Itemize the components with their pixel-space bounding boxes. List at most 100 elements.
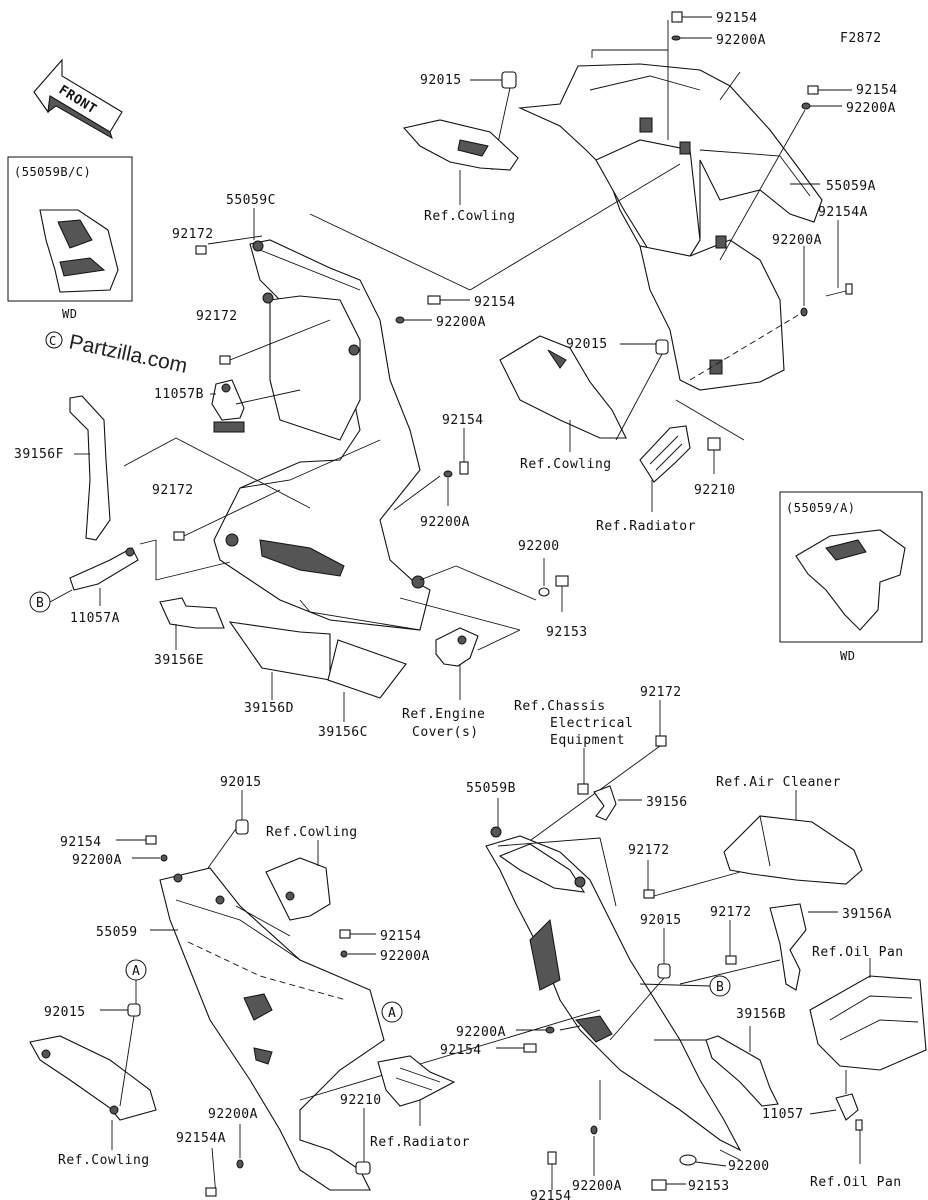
label-92015: 92015	[44, 1005, 86, 1020]
label-92210: 92210	[694, 483, 736, 498]
ref-radiator-part	[639, 425, 691, 483]
label-11057: 11057	[762, 1107, 804, 1122]
part-55059c	[213, 239, 431, 631]
label-39156f: 39156F	[14, 447, 64, 462]
ref-oil-pan-label: Ref.Oil Pan	[812, 945, 904, 960]
ref-cowling-label: Ref.Cowling	[424, 209, 516, 224]
seal-39156b	[705, 1035, 779, 1107]
label-55059: 55059	[96, 925, 138, 940]
watermark: C Partzilla.com	[45, 330, 189, 378]
ref-cowling-part	[499, 335, 627, 439]
inset-55059bc: (55059B/C) WD	[7, 156, 133, 321]
label-92200: 92200	[728, 1159, 770, 1174]
marker-a-label: A	[388, 1006, 396, 1021]
label-92015: 92015	[566, 337, 608, 352]
seal-39156a	[769, 903, 807, 991]
label-92200a: 92200A	[420, 515, 470, 530]
ref-radiator-part	[377, 1055, 456, 1107]
ref-cowling-label: Ref.Cowling	[58, 1153, 150, 1168]
ref-cowling-part	[29, 1035, 157, 1121]
marker-a-icon	[381, 1001, 403, 1023]
label-39156d: 39156D	[244, 701, 294, 716]
label-92154: 92154	[60, 835, 102, 850]
ref-engine-label-2: Cover(s)	[412, 725, 479, 740]
label-92015: 92015	[420, 73, 462, 88]
ref-air-cleaner-label: Ref.Air Cleaner	[716, 775, 841, 790]
label-92154: 92154	[474, 295, 516, 310]
label-92200a: 92200A	[436, 315, 486, 330]
label-11057b: 11057B	[154, 387, 204, 402]
ref-oil-pan-part	[809, 975, 927, 1071]
bracket-11057a	[69, 547, 139, 591]
ref-radiator-label: Ref.Radiator	[370, 1135, 470, 1150]
part-55059	[159, 867, 385, 1191]
ref-cowling-part	[402, 119, 519, 171]
watermark-text: Partzilla.com	[67, 330, 189, 377]
label-11057a: 11057A	[70, 611, 120, 626]
label-92153: 92153	[688, 1179, 730, 1194]
label-39156e: 39156E	[154, 653, 204, 668]
inset-title: (55059B/C)	[14, 165, 91, 179]
seal-39156f	[69, 395, 111, 541]
label-92172: 92172	[640, 685, 682, 700]
seal-39156e	[159, 597, 225, 629]
svg-text:C: C	[49, 334, 57, 348]
label-92172: 92172	[710, 905, 752, 920]
label-39156a: 39156A	[842, 907, 892, 922]
ref-engine-cover-part	[435, 627, 479, 667]
inset-caption: WD	[62, 307, 77, 321]
label-92200: 92200	[518, 539, 560, 554]
label-92015: 92015	[220, 775, 262, 790]
label-92200a: 92200A	[572, 1179, 622, 1194]
label-92172: 92172	[172, 227, 214, 242]
clip-11057	[835, 1093, 859, 1121]
figure-code: F2872	[840, 31, 882, 46]
ref-oil-pan-label: Ref.Oil Pan	[810, 1175, 902, 1190]
label-92172: 92172	[152, 483, 194, 498]
ref-engine-label: Ref.Engine	[402, 707, 485, 722]
part-55059b	[485, 826, 742, 1152]
label-92154: 92154	[442, 413, 484, 428]
label-92200a: 92200A	[456, 1025, 506, 1040]
ref-chassis-label-2: Electrical	[550, 716, 633, 731]
label-92154: 92154	[716, 11, 758, 26]
part-55059a	[517, 63, 823, 391]
label-92154a: 92154A	[818, 205, 868, 220]
bracket-11057b	[211, 379, 245, 433]
label-92200a: 92200A	[208, 1107, 258, 1122]
seal-39156	[593, 785, 617, 821]
ref-air-cleaner-part	[723, 815, 863, 885]
marker-a-label: A	[132, 964, 140, 979]
ref-cowling-label: Ref.Cowling	[520, 457, 612, 472]
label-92200a: 92200A	[716, 33, 766, 48]
front-arrow-icon: FRONT	[33, 58, 123, 140]
marker-b-label: B	[716, 980, 724, 995]
label-39156b: 39156B	[736, 1007, 786, 1022]
inset-caption: WD	[840, 649, 855, 663]
label-92200a: 92200A	[846, 101, 896, 116]
ref-radiator-label: Ref.Radiator	[596, 519, 696, 534]
marker-b-label: B	[36, 596, 44, 611]
collar-92015-top	[501, 71, 517, 89]
label-92153: 92153	[546, 625, 588, 640]
label-92154: 92154	[530, 1189, 572, 1200]
inset-title: (55059/A)	[786, 501, 856, 515]
ref-cowling-label: Ref.Cowling	[266, 825, 358, 840]
label-55059c: 55059C	[226, 193, 276, 208]
label-92200a: 92200A	[72, 853, 122, 868]
label-92200a: 92200A	[772, 233, 822, 248]
seal-39156c	[327, 639, 407, 699]
label-39156c: 39156C	[318, 725, 368, 740]
ref-cowling-part	[265, 857, 331, 921]
label-39156: 39156	[646, 795, 688, 810]
label-92200a: 92200A	[380, 949, 430, 964]
label-92154: 92154	[440, 1043, 482, 1058]
inset-55059a: (55059/A) WD	[779, 491, 923, 663]
label-92154a: 92154A	[176, 1131, 226, 1146]
ref-chassis-label-3: Equipment	[550, 733, 625, 748]
bolt-92154-top	[671, 11, 712, 23]
label-92172: 92172	[628, 843, 670, 858]
label-92015: 92015	[640, 913, 682, 928]
